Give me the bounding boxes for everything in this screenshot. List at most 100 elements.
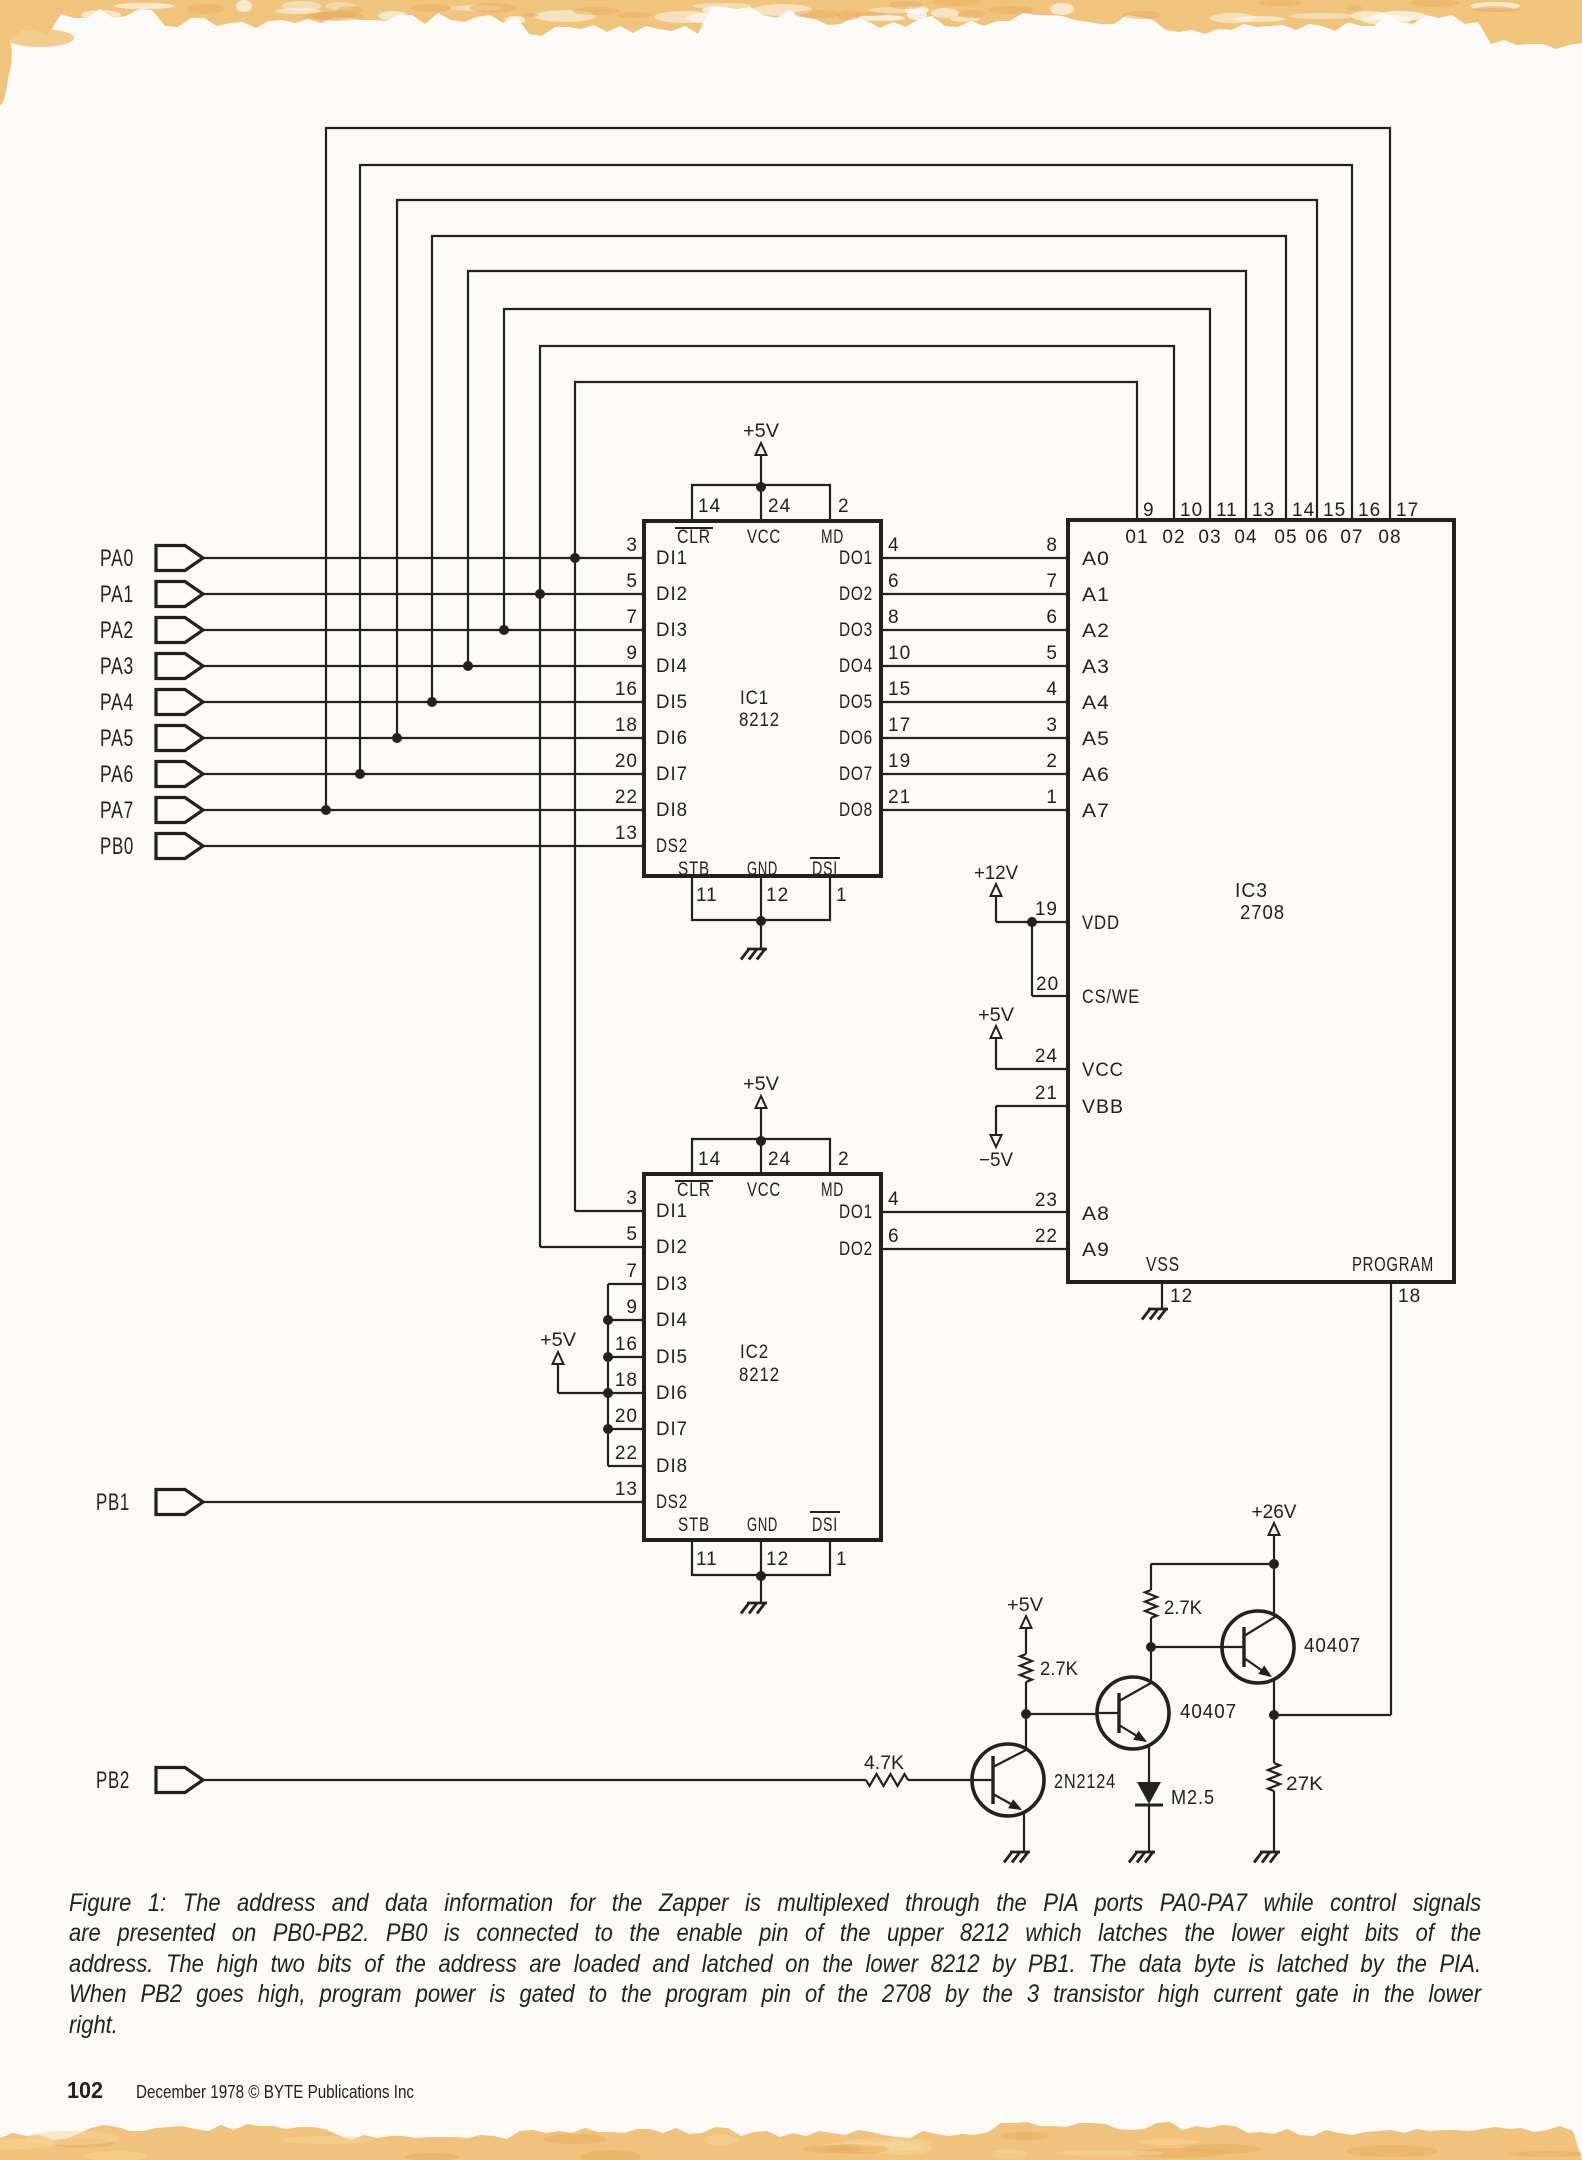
svg-text:8: 8 — [888, 607, 900, 628]
svg-text:12: 12 — [766, 1549, 789, 1570]
svg-text:A6: A6 — [1082, 765, 1110, 786]
svg-text:3: 3 — [626, 1188, 638, 1209]
svg-text:GND: GND — [747, 1515, 778, 1536]
svg-text:1: 1 — [1046, 787, 1058, 808]
svg-text:A8: A8 — [1082, 1204, 1110, 1225]
svg-text:7: 7 — [626, 607, 638, 628]
svg-text:17: 17 — [1396, 500, 1419, 521]
svg-text:13: 13 — [1252, 500, 1275, 521]
svg-text:A7: A7 — [1082, 801, 1110, 822]
svg-text:24: 24 — [1035, 1046, 1058, 1067]
svg-text:2: 2 — [838, 496, 850, 517]
svg-text:2708: 2708 — [1240, 902, 1285, 924]
svg-text:MD: MD — [821, 527, 844, 548]
svg-text:VCC: VCC — [747, 527, 781, 548]
svg-text:8212: 8212 — [739, 710, 780, 731]
svg-text:A9: A9 — [1082, 1240, 1110, 1261]
svg-text:DI1: DI1 — [656, 1201, 688, 1222]
svg-text:5: 5 — [626, 571, 638, 592]
svg-text:+5V: +5V — [1007, 1595, 1043, 1616]
svg-text:12: 12 — [1170, 1286, 1193, 1307]
svg-text:PA0: PA0 — [100, 545, 134, 572]
svg-text:7: 7 — [1046, 571, 1058, 592]
svg-text:DS2: DS2 — [656, 1492, 688, 1513]
svg-text:DI2: DI2 — [656, 584, 688, 605]
svg-text:16: 16 — [615, 1334, 638, 1355]
svg-text:22: 22 — [1035, 1226, 1058, 1247]
svg-text:A5: A5 — [1082, 729, 1110, 750]
svg-text:DI5: DI5 — [656, 692, 688, 713]
svg-text:16: 16 — [1358, 500, 1381, 521]
svg-text:23: 23 — [1035, 1190, 1058, 1211]
svg-text:13: 13 — [615, 823, 638, 844]
svg-text:PA1: PA1 — [100, 581, 134, 608]
svg-text:+5V: +5V — [743, 1074, 779, 1095]
svg-text:DI5: DI5 — [656, 1347, 688, 1368]
svg-text:MD: MD — [821, 1180, 844, 1201]
svg-text:DO2: DO2 — [839, 584, 873, 605]
svg-text:40407: 40407 — [1180, 1701, 1237, 1723]
svg-text:DI2: DI2 — [656, 1237, 688, 1258]
svg-text:DO5: DO5 — [839, 692, 873, 713]
svg-text:2: 2 — [1046, 751, 1058, 772]
svg-text:21: 21 — [1035, 1083, 1058, 1104]
svg-text:21: 21 — [888, 787, 911, 808]
svg-text:DI6: DI6 — [656, 1383, 688, 1404]
svg-text:−5V: −5V — [979, 1150, 1013, 1171]
svg-text:3: 3 — [626, 535, 638, 556]
svg-text:DI3: DI3 — [656, 1274, 688, 1295]
svg-text:A3: A3 — [1082, 657, 1110, 678]
svg-text:24: 24 — [768, 496, 791, 517]
svg-text:DI7: DI7 — [656, 764, 688, 785]
svg-text:5: 5 — [626, 1224, 638, 1245]
svg-text:4: 4 — [1046, 679, 1058, 700]
svg-text:DI6: DI6 — [656, 728, 688, 749]
svg-text:13: 13 — [615, 1479, 638, 1500]
svg-text:2N2124: 2N2124 — [1054, 1771, 1116, 1793]
svg-text:VCC: VCC — [1082, 1060, 1124, 1081]
svg-text:9: 9 — [1143, 500, 1155, 521]
svg-text:DO6: DO6 — [839, 728, 873, 749]
svg-text:PA2: PA2 — [100, 617, 134, 644]
svg-text:04: 04 — [1234, 527, 1257, 548]
svg-text:PA5: PA5 — [100, 725, 134, 752]
svg-text:DI7: DI7 — [656, 1419, 688, 1440]
svg-text:2.7K: 2.7K — [1040, 1659, 1078, 1680]
svg-text:VCC: VCC — [747, 1180, 781, 1201]
svg-text:PROGRAM: PROGRAM — [1352, 1254, 1434, 1276]
svg-text:DI4: DI4 — [656, 1310, 688, 1331]
svg-text:18: 18 — [615, 715, 638, 736]
svg-text:15: 15 — [1323, 500, 1346, 521]
svg-text:PB0: PB0 — [100, 833, 134, 860]
svg-text:PA7: PA7 — [100, 797, 134, 824]
svg-text:1: 1 — [836, 885, 848, 906]
svg-text:DO1: DO1 — [839, 548, 873, 569]
svg-text:16: 16 — [615, 679, 638, 700]
svg-text:+5V: +5V — [743, 421, 779, 442]
svg-text:VSS: VSS — [1146, 1254, 1180, 1276]
svg-text:18: 18 — [1398, 1286, 1421, 1307]
svg-text:9: 9 — [626, 1297, 638, 1318]
svg-text:DO3: DO3 — [839, 620, 873, 641]
svg-text:+5V: +5V — [540, 1330, 576, 1351]
svg-text:08: 08 — [1378, 527, 1401, 548]
svg-text:A1: A1 — [1082, 585, 1110, 606]
svg-text:7: 7 — [626, 1261, 638, 1282]
svg-text:06: 06 — [1305, 527, 1328, 548]
svg-text:24: 24 — [768, 1149, 791, 1170]
svg-text:A4: A4 — [1082, 693, 1110, 714]
svg-text:STB: STB — [678, 859, 710, 880]
svg-text:27K: 27K — [1286, 1774, 1323, 1795]
svg-text:14: 14 — [1292, 500, 1315, 521]
svg-text:6: 6 — [888, 1226, 900, 1247]
svg-text:DI4: DI4 — [656, 656, 688, 677]
svg-text:14: 14 — [698, 1149, 721, 1170]
svg-text:+12V: +12V — [974, 863, 1018, 884]
svg-text:DO7: DO7 — [839, 764, 873, 785]
svg-text:2: 2 — [838, 1149, 850, 1170]
svg-text:4: 4 — [888, 1189, 900, 1210]
svg-text:14: 14 — [698, 496, 721, 517]
svg-text:4: 4 — [888, 535, 900, 556]
svg-text:6: 6 — [888, 571, 900, 592]
svg-text:CLR: CLR — [677, 527, 711, 548]
